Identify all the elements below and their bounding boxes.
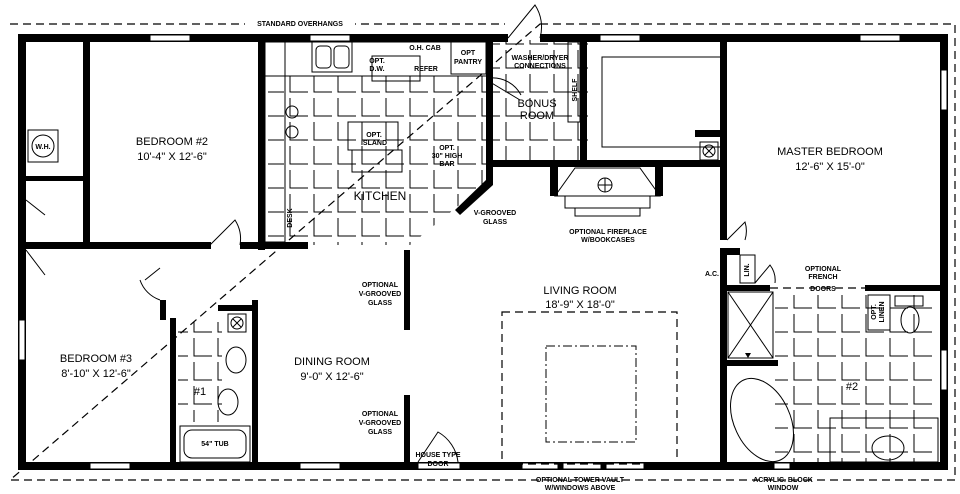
dining-room-dimensions: 9'-0" X 12'-6" — [300, 371, 363, 383]
optional-glass-b-2: V-GROOVED — [359, 420, 401, 427]
house-door-label-1: HOUSE TYPE — [415, 452, 460, 459]
bedroom-2-label: BEDROOM #2 — [136, 136, 208, 148]
kitchen-counters — [264, 41, 491, 243]
acrylic-window-label-2: WINDOW — [768, 485, 799, 492]
washer-dryer-label-2: CONNECTIONS — [514, 63, 566, 70]
acrylic-window-label-1: ACRYLIC. BLOCK — [753, 477, 813, 484]
water-heater-label: W.H. — [35, 144, 50, 151]
kitchen-tile-floor — [178, 40, 935, 465]
bar-label-1: OPT. — [439, 145, 455, 152]
shelf-label: SHELF — [572, 78, 579, 102]
interior-walls — [26, 40, 945, 470]
linen-closet-label: LIN. — [744, 263, 751, 276]
tower-vault-label-1: OPTIONAL TOWER VAULT — [536, 477, 625, 484]
french-doors-label-1: OPTIONAL — [805, 266, 842, 273]
bath-2-label: #2 — [846, 381, 858, 393]
bedroom-3-dimensions: 8'-10" X 12'-6" — [61, 368, 131, 380]
bath-1-label: #1 — [194, 386, 206, 398]
fireplace-label-2: W/BOOKCASES — [581, 237, 635, 244]
dishwasher-label-1: OPT. — [369, 58, 385, 65]
optional-glass-a-2: V-GROOVED — [359, 291, 401, 298]
opt-linen-label-2: LINEN — [879, 302, 886, 323]
ac-label: A.C. — [705, 271, 719, 278]
v-grooved-glass-label-1: V-GROOVED — [474, 210, 516, 217]
optional-glass-a-1: OPTIONAL — [362, 282, 399, 289]
v-grooved-glass-label-2: GLASS — [483, 219, 507, 226]
island-label-2: ISLAND — [361, 140, 387, 147]
kitchen-label: KITCHEN — [354, 189, 407, 203]
house-door-label-2: DOOR — [428, 461, 449, 468]
living-room-label: LIVING ROOM — [543, 285, 616, 297]
pantry-label-1: OPT — [461, 50, 476, 57]
kitchen-sink — [311, 41, 353, 73]
bonus-room-label-2: ROOM — [520, 110, 554, 122]
oh-cab-label: O.H. CAB — [409, 45, 441, 52]
desk-label: DESK — [287, 208, 294, 227]
dining-room-label: DINING ROOM — [294, 356, 370, 368]
optional-glass-a-3: GLASS — [368, 300, 392, 307]
exterior-walls — [18, 34, 948, 470]
door-swings — [25, 4, 776, 463]
fireplace — [554, 167, 661, 217]
opt-linen-label-1: OPT. — [871, 304, 878, 320]
water-heater — [27, 129, 59, 163]
vent-icons — [227, 141, 719, 333]
bedroom-3-label: BEDROOM #3 — [60, 353, 132, 365]
refrigerator-label: REFER — [414, 66, 438, 73]
living-ceiling-outline — [501, 311, 678, 465]
living-room-dimensions: 18'-9" X 18'-0" — [545, 299, 615, 311]
master-bedroom-dimensions: 12'-6" X 15'-0" — [795, 161, 865, 173]
fireplace-label-1: OPTIONAL FIREPLACE — [569, 229, 647, 236]
bar-label-2: 30" HIGH — [432, 153, 463, 160]
washer-dryer-shelf — [567, 41, 723, 148]
tower-vault-label-2: W/WINDOWS ABOVE — [545, 485, 616, 492]
master-bedroom-label: MASTER BEDROOM — [777, 146, 883, 158]
bar-label-3: BAR — [439, 161, 454, 168]
bath2-fixtures — [727, 254, 939, 463]
island-label-1: OPT. — [366, 132, 382, 139]
optional-glass-b-1: OPTIONAL — [362, 411, 399, 418]
pantry-label-2: PANTRY — [454, 59, 482, 66]
french-doors-label-3: DOORS — [810, 286, 836, 293]
overhangs-label: STANDARD OVERHANGS — [257, 21, 343, 28]
bath1-fixtures — [179, 346, 251, 463]
room-labels: O.H. CAB OPT. D.W. REFER OPT PANTRY WASH… — [60, 45, 886, 492]
washer-dryer-label-1: WASHER/DRYER — [512, 55, 569, 62]
bedroom-2-dimensions: 10'-4" X 12'-6" — [137, 151, 207, 163]
tub-label: 54" TUB — [201, 441, 228, 448]
windows — [18, 34, 948, 470]
optional-glass-b-3: GLASS — [368, 429, 392, 436]
bonus-room-label-1: BONUS — [517, 98, 556, 110]
french-doors-label-2: FRENCH — [808, 274, 837, 281]
dishwasher-label-2: D.W. — [369, 66, 384, 73]
